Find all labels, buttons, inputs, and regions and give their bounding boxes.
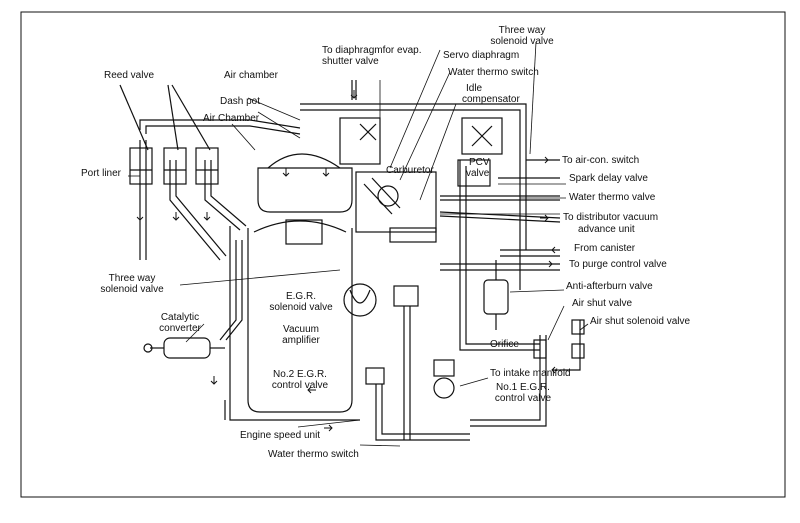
label-idle-compensator-line1: Idle — [466, 83, 483, 94]
carburetor-body — [355, 171, 437, 243]
label-three-way-solenoid-top-line2: solenoid valve — [490, 36, 554, 47]
label-vacuum-amplifier-line2: amplifier — [282, 335, 320, 346]
label-egr-solenoid-line1: E.G.R. — [285, 291, 316, 302]
port-liner-valves — [129, 147, 219, 185]
label-to-diaphragm-line2: shutter valve — [322, 56, 379, 67]
label-three-way-solenoid-left-line1: Three way — [108, 273, 156, 284]
label-three-way-solenoid-top-line1: Three way — [498, 25, 546, 36]
label-servo-diaphragm: Servo diaphragm — [443, 50, 520, 61]
label-air-shut-solenoid-valve: Air shut solenoid valve — [590, 316, 691, 327]
egr-control-valves — [365, 285, 470, 441]
label-three-way-solenoid-left-line2: solenoid valve — [100, 284, 164, 295]
label-to-distributor-line2: advance unit — [578, 224, 635, 235]
engine-block — [229, 219, 377, 421]
label-idle-compensator-line2: compensator — [462, 94, 520, 105]
reed-valve-hoses — [119, 84, 301, 261]
label-pcv-line1: PCV — [469, 157, 490, 168]
label-air-chamber-top: Air chamber — [224, 70, 278, 81]
air-cleaner — [257, 103, 527, 250]
leader-lines — [128, 41, 589, 447]
label-water-thermo-switch-top: Water thermo switch — [448, 67, 539, 78]
label-to-purge-control-valve: To purge control valve — [569, 259, 667, 270]
label-to-diaphragm-line1: To diaphragmfor evap. — [322, 45, 422, 56]
page-border — [20, 11, 786, 498]
label-vacuum-amplifier-line1: Vacuum — [283, 324, 319, 335]
anti-afterburn-valve — [483, 260, 509, 330]
label-dash-pot: Dash pot — [220, 96, 261, 107]
label-engine-speed-unit: Engine speed unit — [240, 430, 321, 441]
right-side-hoses — [439, 159, 581, 427]
label-reed-valve: Reed valve — [104, 70, 155, 81]
label-port-liner: Port liner — [81, 168, 122, 179]
label-egr-solenoid-line2: solenoid valve — [269, 302, 333, 313]
label-catalytic-converter-line1: Catalytic — [160, 312, 200, 323]
label-orifice: Orifice — [490, 339, 519, 350]
pcv-valve-box — [457, 159, 491, 187]
label-air-chamber-left: Air Chamber — [203, 113, 260, 124]
label-no1-egr-line1: No.1 E.G.R. — [496, 382, 550, 393]
label-pcv-line2: valve — [466, 168, 490, 179]
label-no1-egr-line2: control valve — [494, 393, 552, 404]
catalytic-converter-shape — [143, 337, 225, 359]
label-from-canister: From canister — [574, 243, 636, 254]
label-anti-afterburn-valve: Anti-afterburn valve — [566, 281, 653, 292]
label-water-thermo-switch-bottom: Water thermo switch — [268, 449, 359, 460]
label-spark-delay-valve: Spark delay valve — [569, 173, 648, 184]
label-to-distributor-line1: To distributor vacuum — [563, 212, 659, 223]
label-water-thermo-valve: Water thermo valve — [569, 192, 656, 203]
label-catalytic-converter-line2: converter — [159, 323, 201, 334]
label-air-shut-valve: Air shut valve — [572, 298, 633, 309]
flow-arrows — [136, 90, 560, 432]
label-to-intake-manifold: To intake manifold — [490, 368, 571, 379]
label-no2-egr-line1: No.2 E.G.R. — [273, 369, 327, 380]
label-to-aircon-switch: To air-con. switch — [562, 155, 640, 166]
label-no2-egr-line2: control valve — [271, 380, 329, 391]
label-carburetor: Carburetor — [386, 165, 434, 176]
air-shut-valves — [533, 319, 585, 359]
